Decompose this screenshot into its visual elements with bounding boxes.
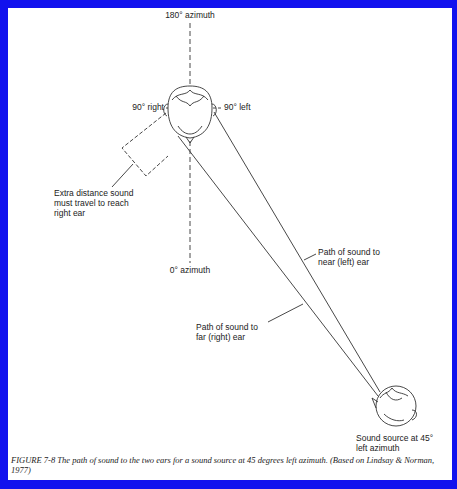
- leader-line: [112, 164, 133, 187]
- leader-line: [268, 304, 303, 322]
- azimuth-axis: [190, 141, 191, 263]
- callout-label: Sound source at 45° left azimuth: [356, 434, 442, 454]
- sound-source-head: [372, 386, 417, 426]
- leader-line: [304, 254, 316, 260]
- callout-label: Extra distance sound must travel to reac…: [54, 189, 138, 218]
- axis-label: 0° azimuth: [155, 266, 225, 276]
- axis-label: 90° right: [120, 103, 164, 113]
- azimuth-axis: [190, 23, 191, 86]
- axis-label: 90° left: [224, 103, 268, 113]
- axis-label: 180° azimuth: [155, 11, 225, 21]
- lateral-axis: [213, 108, 222, 109]
- extra-distance-bracket: [122, 113, 168, 176]
- callout-label: Path of sound to near (left) ear: [318, 248, 392, 268]
- callout-label: Path of sound to far (right) ear: [196, 323, 268, 343]
- figure-caption: FIGURE 7-8 The path of sound to the two …: [11, 455, 449, 475]
- listener-head: [164, 86, 217, 143]
